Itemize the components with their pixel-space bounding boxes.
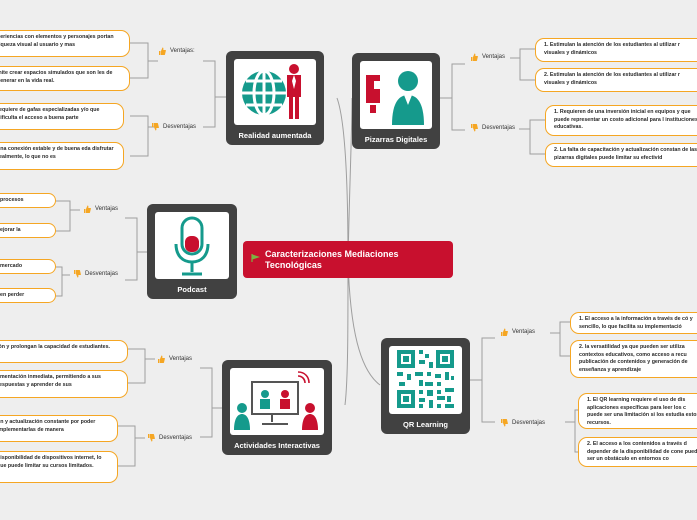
actividades-ventaja-2[interactable]: limentación inmediata, permitiendo a sus… [0,370,128,398]
thumbs-up-icon [470,53,478,61]
qr-ventaja-1[interactable]: 1. El acceso a la información a través d… [570,312,697,334]
qr-ventajas-label[interactable]: Ventajas [500,328,535,336]
qr-code-icon [397,350,454,408]
podcast-title: Podcast [177,285,207,294]
podcast-desventaja-1[interactable]: mercado [0,259,56,274]
podcast-ventajas-label[interactable]: Ventajas [83,205,118,213]
thumbs-down-icon [470,124,478,132]
globe-icon [242,69,286,117]
actividades-desventaja-2[interactable]: disponibilidad de dispositivos internet,… [0,451,118,483]
thumbs-down-icon [151,123,159,131]
person-right-icon [302,403,318,430]
realidad-ventaja-1[interactable]: periencias con elementos y personajes po… [0,30,130,57]
realidad-aumentada-image [234,59,316,125]
podcast-ventaja-2[interactable]: ejorar la [0,223,56,238]
actividades-ventaja-1[interactable]: ión y prolongan la capacidad de estudian… [0,340,128,363]
realidad-desventaja-2[interactable]: una conexión estable y de buena eda disf… [0,142,124,170]
qr-desventaja-2[interactable]: 2. El acceso a los contenidos a través d… [578,437,697,467]
thumbs-down-icon [73,270,81,278]
pizarras-digitales-title: Pizarras Digitales [364,135,428,144]
pizarras-ventajas-label[interactable]: Ventajas [470,53,505,61]
thumbs-down-icon [147,434,155,442]
podcast-desventaja-2[interactable]: en perder [0,288,56,303]
realidad-aumentada-title: Realidad aumentada [238,131,312,140]
actividades-ventajas-label[interactable]: Ventajas [157,355,192,363]
podcast-card[interactable]: Podcast [147,204,237,299]
pizarras-ventaja-1[interactable]: 1. Estimulan la atención de los estudian… [535,38,697,62]
central-topic-title: Caracterizaciones Mediaciones Tecnológic… [265,248,399,270]
thumbs-up-icon [157,355,165,363]
realidad-ventajas-label[interactable]: Ventajas: [158,47,195,55]
qr-learning-image [389,346,462,414]
realidad-aumentada-card[interactable]: Realidad aumentada [226,51,324,145]
pizarras-desventaja-2[interactable]: 2. La falta de capacitación y actualizac… [545,143,697,167]
pizarras-desventajas-label[interactable]: Desventajas [470,124,515,132]
realidad-ventaja-2[interactable]: mite crear espacios simulados que son le… [0,66,130,91]
qr-learning-card[interactable]: QR Learning [381,338,470,434]
thumbs-up-icon [500,328,508,336]
businessman-icon [287,64,301,119]
person-left-icon [234,403,250,430]
flag-icon [251,254,261,265]
qr-desventajas-label[interactable]: Desventajas [500,419,545,427]
podcast-ventaja-1[interactable]: procesos [0,193,56,208]
actividades-interactivas-image [230,368,324,435]
pizarras-desventaja-1[interactable]: 1. Requieren de una inversión inicial en… [545,105,697,136]
microphone-icon [174,216,210,276]
actividades-desventaja-1[interactable]: ón y actualización constante por poder i… [0,415,118,442]
video-call-icon [251,371,310,425]
thumbs-up-icon [158,47,166,55]
thumbs-up-icon [83,205,91,213]
person-icon [392,71,424,125]
pizarras-ventaja-2[interactable]: 2. Estimulan la atención de los estudian… [535,68,697,92]
pizarras-digitales-image [360,61,432,129]
central-topic[interactable]: Caracterizaciones Mediaciones Tecnológic… [243,241,453,278]
actividades-interactivas-title: Actividades Interactivas [234,441,320,450]
presenter-icon [366,75,384,113]
podcast-desventajas-label[interactable]: Desventajas [73,270,118,278]
actividades-desventajas-label[interactable]: Desventajas [147,434,192,442]
qr-desventaja-1[interactable]: 1. El QR learning requiere el uso de dis… [578,393,697,429]
realidad-desventaja-1[interactable]: requiere de gafas especializadas y/o que… [0,103,124,130]
qr-learning-title: QR Learning [402,420,448,429]
actividades-interactivas-card[interactable]: Actividades Interactivas [222,360,332,455]
qr-ventaja-2[interactable]: 2. la versatilidad ya que pueden ser uti… [570,340,697,378]
realidad-desventajas-label[interactable]: Desventajas [151,123,196,131]
thumbs-down-icon [500,419,508,427]
pizarras-digitales-card[interactable]: Pizarras Digitales [352,53,440,149]
podcast-image [155,212,229,279]
